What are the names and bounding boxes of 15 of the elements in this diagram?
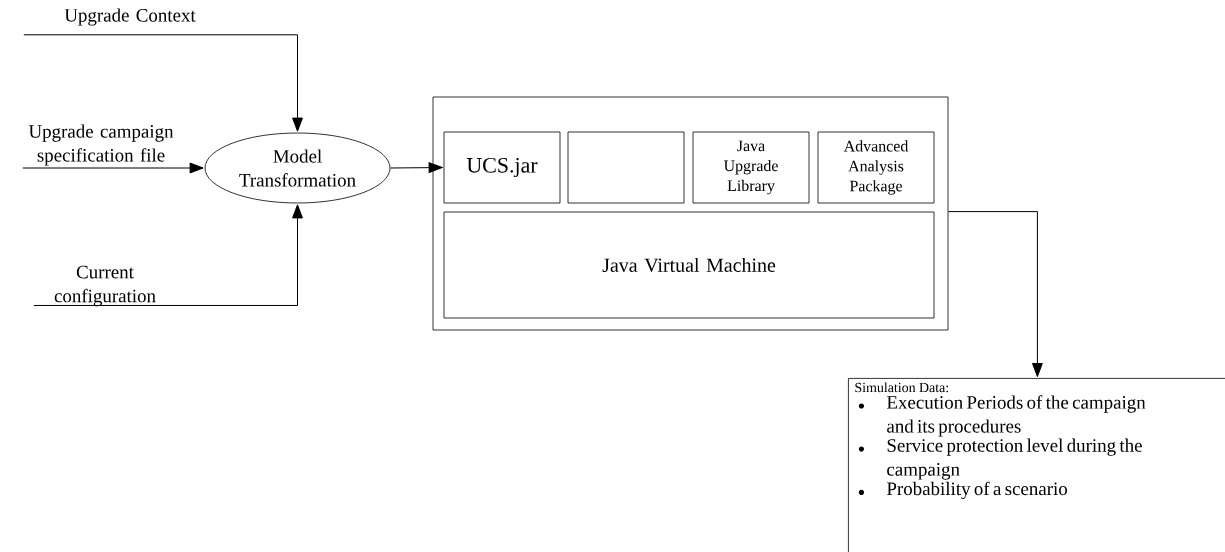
arrow [23, 34, 303, 132]
arrow [947, 211, 1043, 378]
arrow [22, 162, 204, 174]
component-box: Advanced Analysis Package [817, 131, 935, 204]
component-box: Java Upgrade Library [692, 131, 810, 204]
component-box: UCS.jar [443, 131, 561, 204]
component-box [567, 131, 685, 204]
output-box: Simulation Data: Execution Periods of the campaign and its procedures Service protection level during the campaign Probability of a scenario [848, 378, 1225, 552]
input-label: Current configuration [54, 265, 156, 307]
input-label: Upgrade Context [64, 8, 196, 26]
arrow [389, 162, 443, 174]
arrow [33, 204, 303, 306]
component-box: Java Virtual Machine [443, 211, 935, 319]
component-box [432, 96, 949, 331]
input-label: Upgrade campaign specification file [28, 124, 174, 166]
